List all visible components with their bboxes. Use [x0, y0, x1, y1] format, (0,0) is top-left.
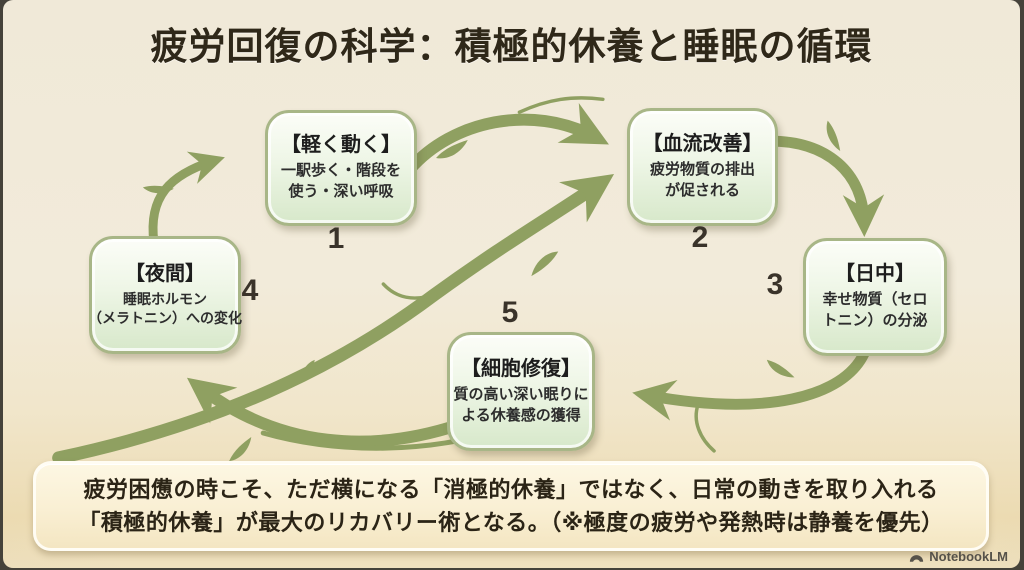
- node-body: 質の高い深い眠りに よる休養感の獲得: [453, 385, 589, 424]
- node-title: 【血流改善】: [642, 133, 763, 156]
- node-body: 睡眠ホルモン （メラトニン）への変化: [88, 290, 242, 326]
- arrow-right: [764, 135, 885, 238]
- step-number-1: 1: [327, 222, 345, 255]
- notebooklm-label: NotebookLM: [929, 549, 1008, 564]
- node-title: 【細胞修復】: [461, 357, 581, 380]
- node-card-daytime: 【日中】 幸せ物質（セロ トニン）の分泌: [803, 238, 947, 356]
- node-card-blood-flow: 【血流改善】 疲労物質の排出 が促される: [627, 108, 778, 226]
- tendril-bottom-right: [694, 402, 716, 453]
- node-card-cell-repair: 【細胞修復】 質の高い深い眠りに よる休養感の獲得: [447, 332, 595, 451]
- node-title: 【夜間】: [125, 262, 205, 285]
- tendril-center: [381, 282, 438, 300]
- node-card-move-lightly: 【軽く動く】 一駅歩く・階段を 使う・深い呼吸: [265, 110, 417, 226]
- summary-line-1: 疲労困憊の時こそ、ただ横になる「消極的休養」ではなく、日常の動きを取り入れる: [83, 477, 939, 502]
- node-title: 【日中】: [835, 263, 915, 286]
- summary-line-2: 「積極的休養」が最大のリカバリー術となる。（※極度の疲労や発熱時は静養を優先）: [78, 510, 944, 535]
- arrow-bottom-left: [186, 377, 464, 448]
- step-number-2: 2: [691, 221, 709, 254]
- notebooklm-attribution: NotebookLM: [908, 549, 1008, 564]
- arrow-top: [404, 102, 609, 175]
- arrow-bottom-right: [632, 348, 870, 421]
- notebooklm-logo-icon: [910, 554, 924, 562]
- slide-canvas: 疲労回復の科学：積極的休養と睡眠の循環: [3, 0, 1020, 568]
- step-number-4: 4: [241, 274, 259, 307]
- step-number-5: 5: [501, 296, 519, 329]
- step-number-3: 3: [766, 268, 784, 301]
- node-body: 一駅歩く・階段を 使う・深い呼吸: [280, 162, 401, 200]
- page-title: 疲労回復の科学：積極的休養と睡眠の循環: [150, 26, 873, 67]
- node-card-night: 【夜間】 睡眠ホルモン （メラトニン）への変化: [88, 236, 242, 354]
- arrow-top-left: [148, 151, 225, 247]
- node-title: 【軽く動く】: [281, 134, 401, 157]
- node-body: 幸せ物質（セロ トニン）の分泌: [822, 291, 928, 329]
- tendril-top: [517, 96, 605, 114]
- summary-banner: 疲労困憊の時こそ、ただ横になる「消極的休養」ではなく、日常の動きを取り入れる 「…: [33, 461, 989, 551]
- node-body: 疲労物質の排出 が促される: [649, 161, 755, 199]
